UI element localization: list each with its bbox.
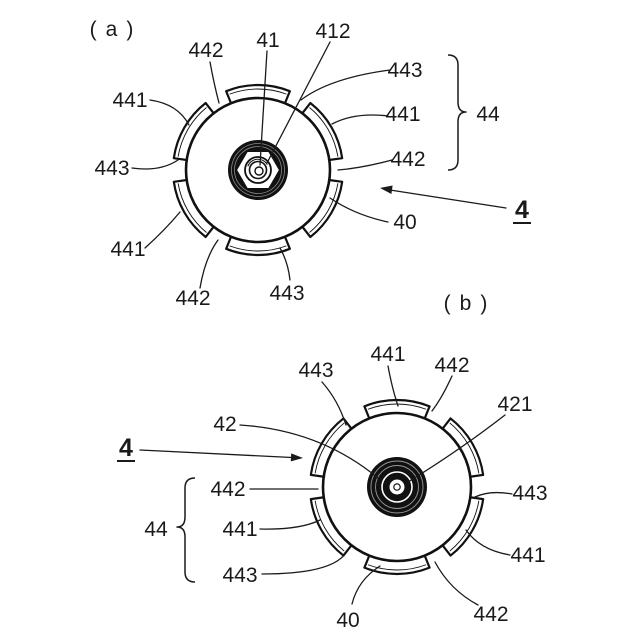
label-441: 441 [110,238,145,261]
label-40: 40 [393,211,416,234]
label-412: 412 [315,20,350,43]
leader-line [466,530,510,555]
leader-line [475,493,512,497]
leader-line [132,160,178,169]
leader-line [262,554,345,574]
leader-line [200,240,218,288]
leader-line [332,115,388,124]
reference-label-4: 4 [515,196,529,224]
brace [177,478,195,582]
label-442: 442 [390,148,425,171]
figure-b: (b) 441 443 442 421 42 4 442 443 44 441 … [117,292,548,632]
leader-line [330,198,388,222]
label-442: 442 [188,39,223,62]
label-42: 42 [213,413,236,436]
wheel-b [311,400,483,574]
label-441: 441 [222,518,257,541]
label-443: 443 [512,482,547,505]
leader-line [150,100,189,125]
label-441: 441 [385,103,420,126]
leader-line [210,62,219,103]
wheel-a [174,85,342,255]
hub-disc [367,457,427,517]
leader-line [145,212,180,248]
figure-a-caption: (a) [90,18,143,41]
label-443: 443 [94,157,129,180]
label-442: 442 [210,478,245,501]
leader-line [301,70,390,100]
reference-label-4: 4 [119,434,133,462]
leader-line [260,520,320,529]
label-442: 442 [434,354,469,377]
label-443: 443 [298,359,333,382]
arrowhead-icon [380,186,393,195]
figure-a: (a) 442 41 412 443 441 441 44 443 442 4 … [90,18,531,310]
label-443: 443 [269,282,304,305]
label-443: 443 [222,564,257,587]
label-41: 41 [256,29,279,52]
label-441: 441 [370,343,405,366]
label-442: 442 [175,287,210,310]
brace [448,55,466,170]
label-421: 421 [497,393,532,416]
arrowhead-icon [291,453,303,461]
leader-line [338,160,392,170]
label-442: 442 [473,603,508,626]
label-441: 441 [510,544,545,567]
label-44: 44 [476,103,500,126]
label-441: 441 [112,89,147,112]
label-44: 44 [144,518,168,541]
leader-line [435,562,478,605]
leader-line [432,376,452,411]
reference-arrow-line [390,190,506,208]
center-hole [394,484,400,490]
label-443: 443 [387,59,422,82]
label-40: 40 [336,609,359,632]
hub-nut [228,140,288,200]
reference-arrow-line [140,450,292,458]
figure-b-caption: (b) [444,292,497,315]
